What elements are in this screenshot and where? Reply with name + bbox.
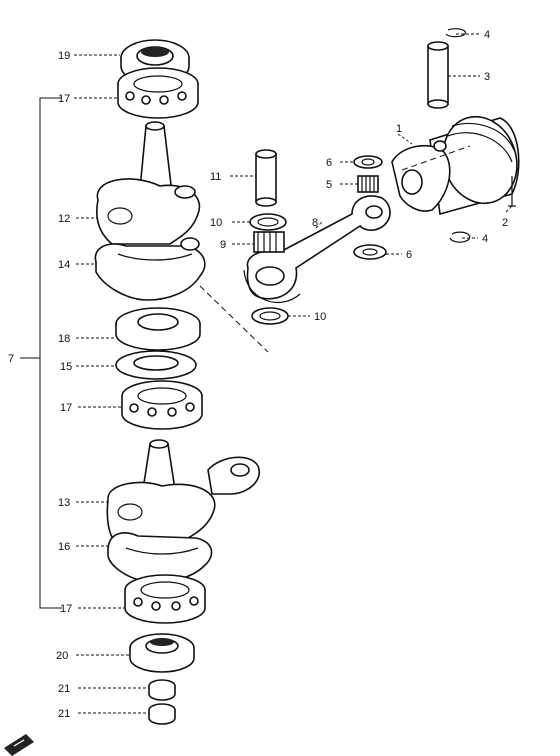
thrust-washer-10-lower — [251, 307, 289, 325]
oil-seal-20 — [129, 633, 195, 673]
callout-8: 8 — [312, 217, 318, 229]
needle-bearing-9 — [253, 231, 285, 253]
callout-11: 11 — [210, 171, 221, 183]
alignment-lines — [199, 145, 471, 353]
callout-4-top: 4 — [484, 29, 490, 41]
callout-2: 2 — [502, 217, 508, 229]
callout-14: 14 — [58, 259, 70, 271]
bearing-17-lower — [124, 574, 206, 624]
callout-1: 1 — [396, 123, 402, 135]
seal-18 — [115, 307, 201, 351]
circlip-4-bottom — [449, 231, 471, 243]
washer-6-lower — [353, 244, 387, 260]
callout-4-bottom: 4 — [482, 233, 488, 245]
callout-6-lower: 6 — [406, 249, 412, 261]
bearing-17-top — [117, 67, 199, 119]
crank-pin-11 — [255, 149, 277, 207]
assembly-bracket-7 — [20, 97, 62, 609]
callout-21-upper: 21 — [58, 683, 70, 695]
callout-18: 18 — [58, 333, 70, 345]
crankshaft-lower-half — [106, 439, 261, 584]
piston-ring-2 — [508, 176, 516, 207]
callout-17-middle: 17 — [60, 402, 72, 414]
callout-10-lower: 10 — [314, 311, 326, 323]
crankshaft-upper-half — [94, 121, 206, 301]
arrow-stamp-icon — [4, 734, 34, 756]
piston-1 — [391, 115, 520, 216]
leader-lines — [74, 33, 513, 714]
callout-9: 9 — [220, 239, 226, 251]
washer-15 — [115, 350, 197, 380]
bearing-17-middle — [121, 380, 203, 430]
callout-16: 16 — [58, 541, 70, 553]
callout-17-top: 17 — [58, 93, 70, 105]
circlip-4-top — [445, 28, 467, 38]
callout-15: 15 — [60, 361, 72, 373]
washer-6-top — [353, 155, 383, 169]
callout-labels: 19 17 12 14 7 18 15 17 13 16 17 20 21 21… — [8, 29, 508, 720]
callout-13: 13 — [58, 497, 70, 509]
thrust-washer-10-upper — [249, 213, 287, 231]
callout-12: 12 — [58, 213, 70, 225]
callout-19: 19 — [58, 50, 70, 62]
connecting-rod-8 — [243, 195, 391, 304]
callout-17-lower: 17 — [60, 603, 72, 615]
ring-21-upper — [148, 679, 176, 701]
callout-10-upper: 10 — [210, 217, 222, 229]
callout-3: 3 — [484, 71, 490, 83]
callout-21-lower: 21 — [58, 708, 70, 720]
needle-bearing-5 — [357, 175, 379, 193]
callout-6-top: 6 — [326, 157, 332, 169]
ring-21-lower — [148, 703, 176, 725]
callout-7: 7 — [8, 353, 14, 365]
piston-pin-3 — [427, 41, 449, 109]
callout-20: 20 — [56, 650, 68, 662]
callout-5: 5 — [326, 179, 332, 191]
